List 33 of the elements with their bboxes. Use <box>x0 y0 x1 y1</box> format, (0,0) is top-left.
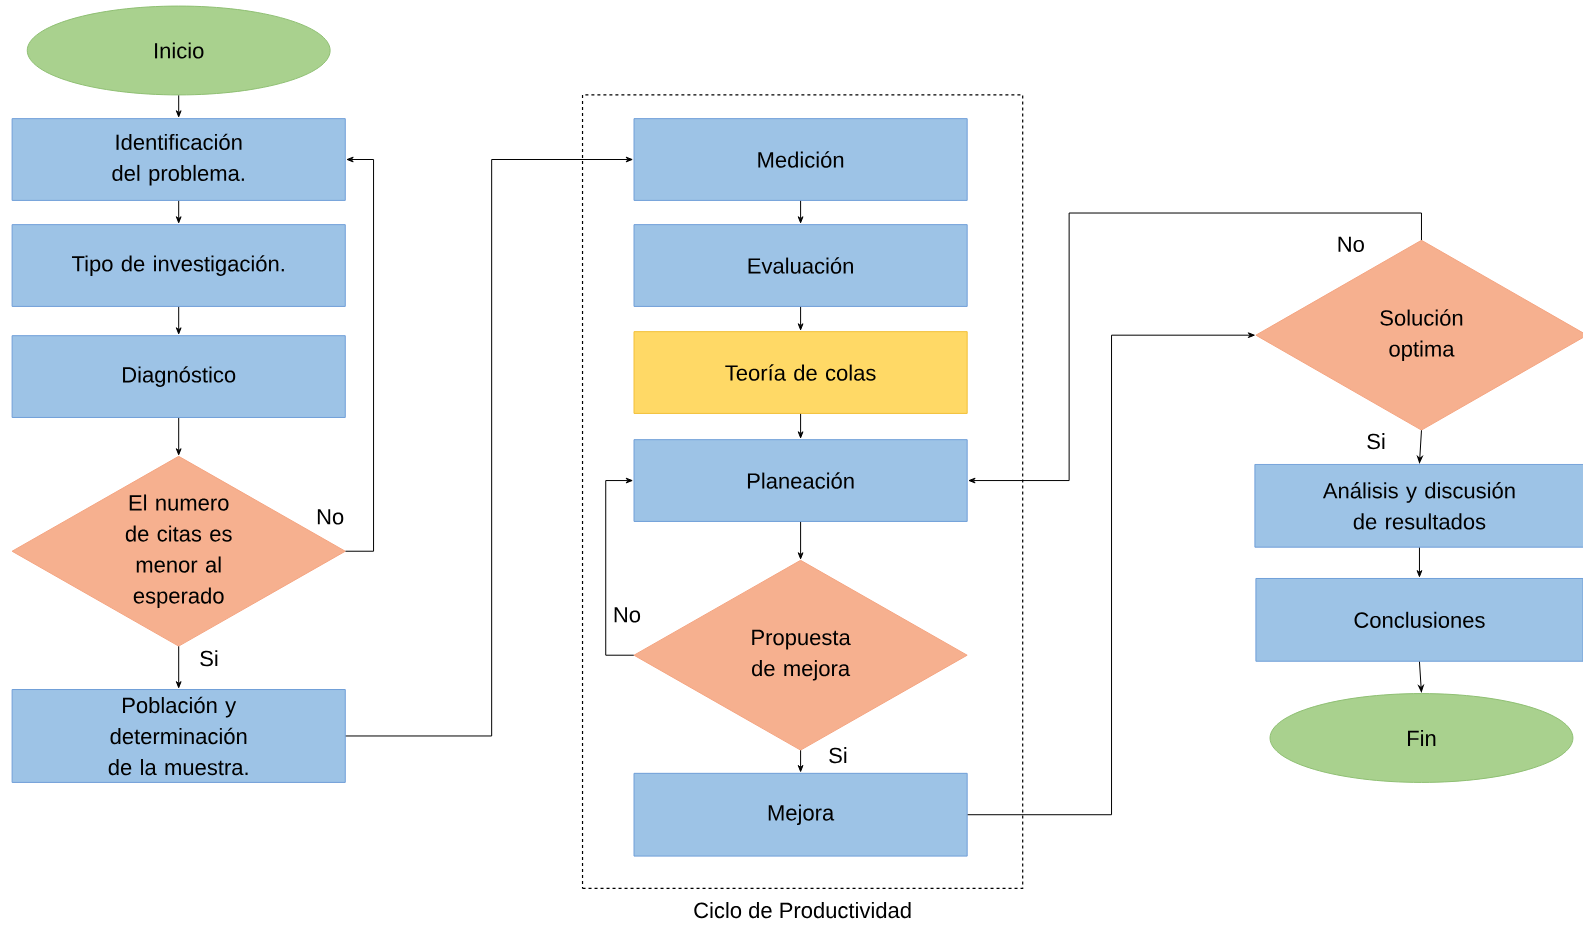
arrow <box>797 521 804 560</box>
edge-label: No <box>315 508 346 526</box>
arrow <box>175 645 182 689</box>
process-box: Teoría de colas <box>633 331 968 414</box>
process-box: Planeación <box>633 439 968 523</box>
arrow <box>968 212 1422 484</box>
arrow <box>175 95 182 118</box>
arrow <box>1416 547 1423 578</box>
node-label: Ciclo de Productividad <box>694 902 911 919</box>
process-box: Mejora <box>633 772 968 857</box>
process-box: Evaluación <box>633 224 968 307</box>
arrow <box>345 156 633 737</box>
process-box: Población y determinación de la muestra. <box>11 689 346 783</box>
arrow <box>175 200 182 224</box>
arrow <box>345 156 375 552</box>
arrow <box>797 413 804 439</box>
edge-label: Si <box>1365 432 1387 451</box>
arrow <box>967 332 1255 816</box>
arrow <box>605 477 635 656</box>
edge-label: Si <box>198 649 220 668</box>
process-box: Análisis y discusión de resultados <box>1254 464 1583 548</box>
arrow <box>1418 661 1424 693</box>
arrow <box>797 306 804 331</box>
process-box: Conclusiones <box>1255 578 1583 662</box>
process-box: Diagnóstico <box>11 335 346 419</box>
arrow <box>1417 429 1423 464</box>
arrow <box>175 417 182 456</box>
arrow <box>175 306 182 335</box>
process-box: Tipo de investigación. <box>11 224 346 307</box>
process-box: Medición <box>633 118 968 201</box>
arrow <box>797 200 804 224</box>
arrow <box>797 749 804 773</box>
process-box: Identificación del problema. <box>11 118 346 201</box>
